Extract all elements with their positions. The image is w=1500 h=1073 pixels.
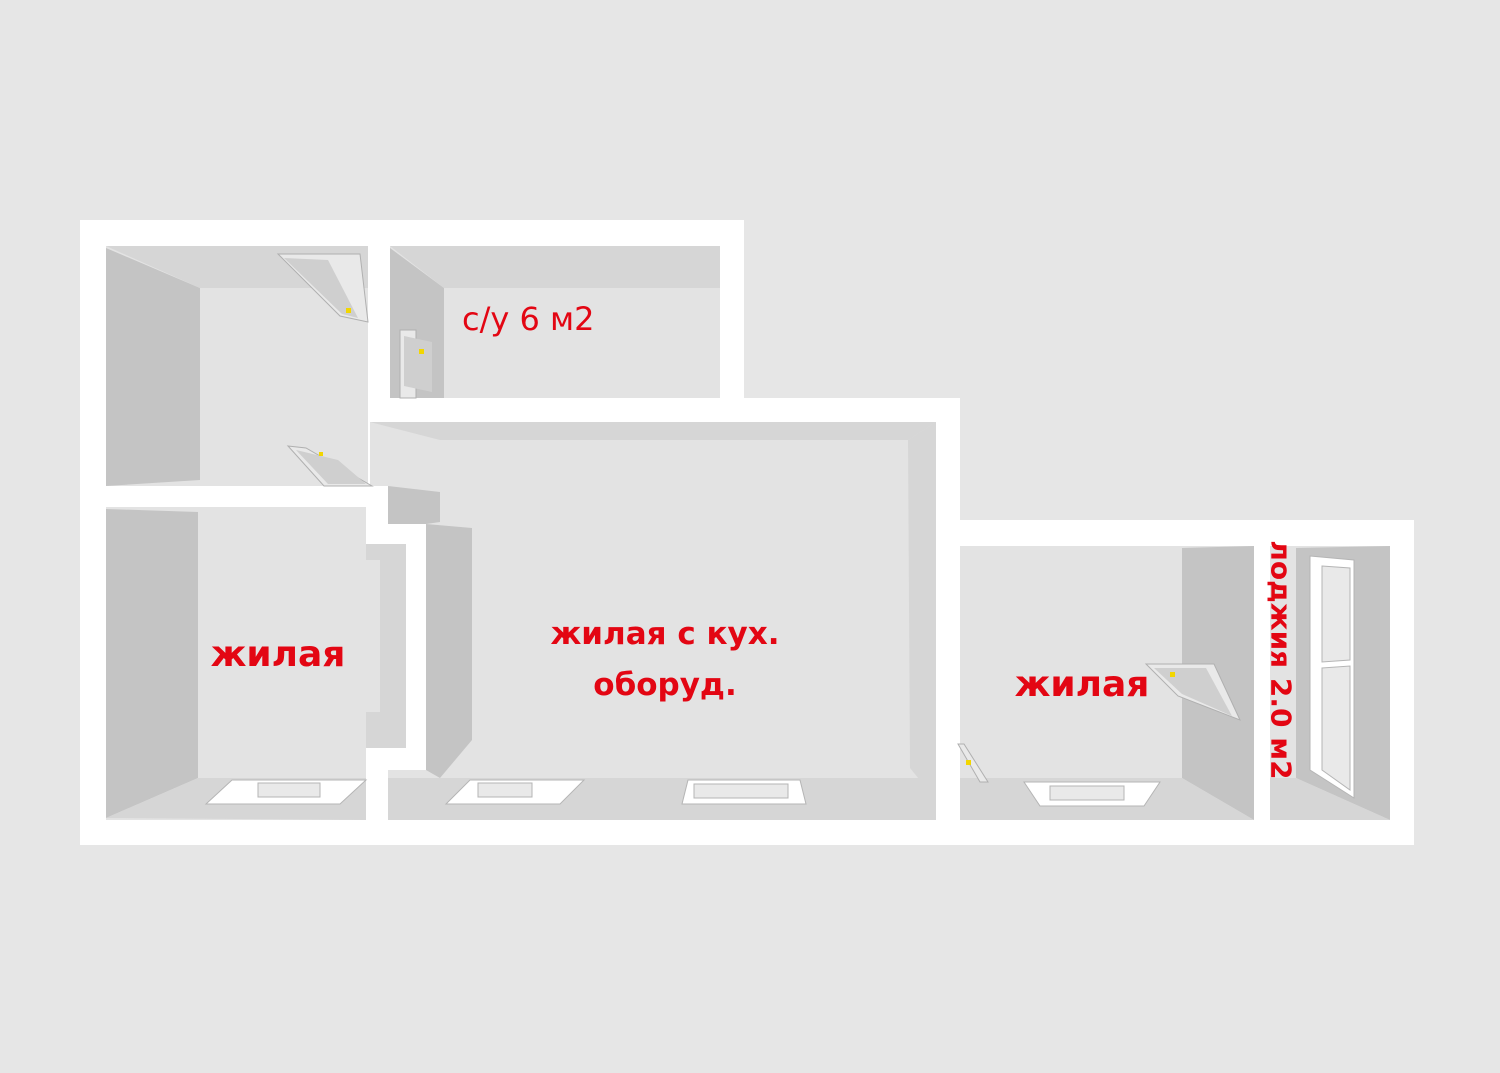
window-kitchen-left (444, 779, 586, 805)
windows (204, 555, 1355, 807)
door-bathroom (399, 329, 432, 399)
living-left-label: жилая (211, 634, 346, 675)
kitchen-pillar-shade (388, 486, 440, 524)
door-handle-icon (966, 760, 971, 765)
door-hallway-inner (286, 445, 374, 487)
loggia-south-wall-shade (1270, 778, 1390, 820)
living-kitchen-west-wall-shade (426, 524, 472, 778)
window-kitchen-right (681, 779, 807, 805)
loggia-label: лоджия 2.0 м2 (1265, 540, 1298, 779)
window-living-right (1023, 781, 1161, 807)
living-kitchen-label-line1: жилая с кух. (550, 616, 779, 652)
door-living-right-closet (1144, 663, 1241, 721)
living-left-east-wall-shade (366, 544, 406, 748)
doors (276, 253, 1241, 783)
living-kitchen-east-wall-shade (908, 422, 936, 800)
window-loggia (1309, 555, 1355, 799)
window-living-left (204, 779, 368, 805)
bathroom-label: с/у 6 м2 (462, 300, 595, 338)
living-right-label: жилая (1015, 664, 1150, 705)
living-kitchen-label-line2: оборуд. (593, 667, 736, 703)
living-left-west-wall-shade (106, 509, 198, 818)
room-labels: с/у 6 м2 жилая жилая с кух. оборуд. жила… (211, 300, 1298, 780)
door-handle-icon (419, 349, 424, 354)
door-handle-icon (346, 308, 351, 313)
door-living-right (957, 743, 989, 783)
door-handle-icon (319, 452, 323, 456)
living-kitchen-north-wall-shade (370, 422, 936, 440)
door-hallway-entry (276, 253, 369, 323)
bathroom-top-wall-shade (390, 246, 720, 288)
door-handle-icon (1170, 672, 1175, 677)
living-kitchen-floor (370, 422, 936, 820)
hallway-left-wall-shade (106, 248, 200, 486)
